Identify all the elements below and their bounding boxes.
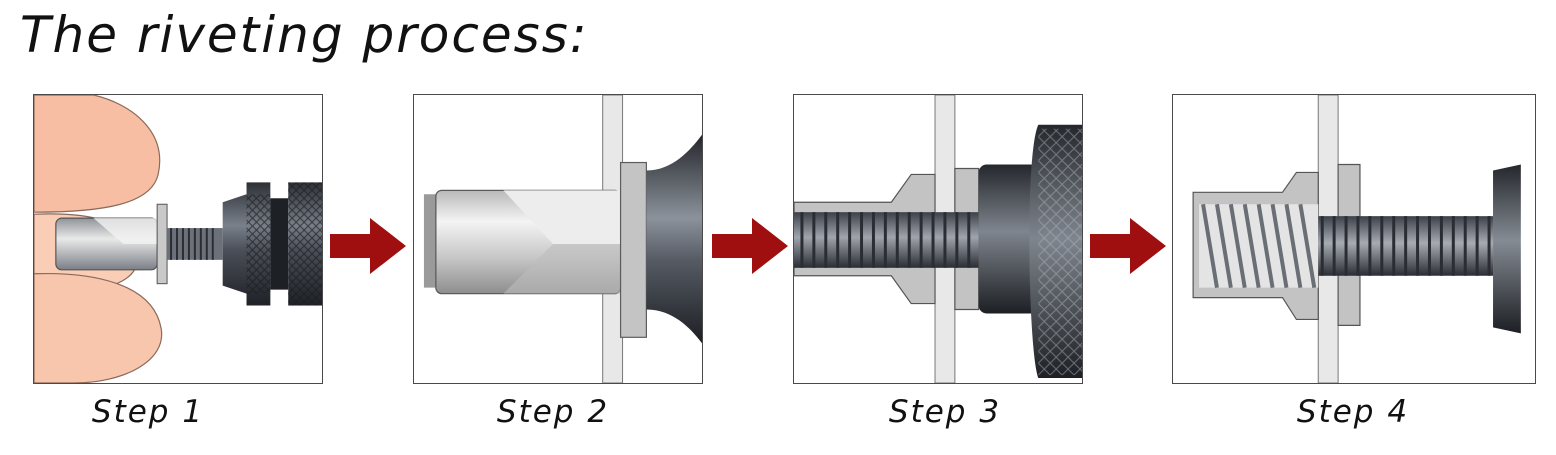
arrow-right-icon bbox=[1090, 218, 1166, 274]
step-4-label: Step 4 bbox=[1296, 394, 1410, 430]
step-2-drawing bbox=[423, 95, 702, 383]
step-3-label: Step 3 bbox=[888, 394, 1002, 430]
step-2-illustration bbox=[413, 94, 703, 384]
arrow-right-icon bbox=[712, 218, 788, 274]
step-3-illustration bbox=[793, 94, 1083, 384]
step-1-label: Step 1 bbox=[91, 394, 205, 430]
step-2-label: Step 2 bbox=[496, 394, 610, 430]
step-4-illustration bbox=[1172, 94, 1536, 384]
page-title: The riveting process: bbox=[20, 6, 589, 64]
step-3-drawing bbox=[794, 95, 1082, 383]
step-4-drawing bbox=[1192, 95, 1521, 383]
step-1-drawing bbox=[34, 95, 322, 383]
arrow-right-icon bbox=[330, 218, 406, 274]
step-1-illustration bbox=[33, 94, 323, 384]
